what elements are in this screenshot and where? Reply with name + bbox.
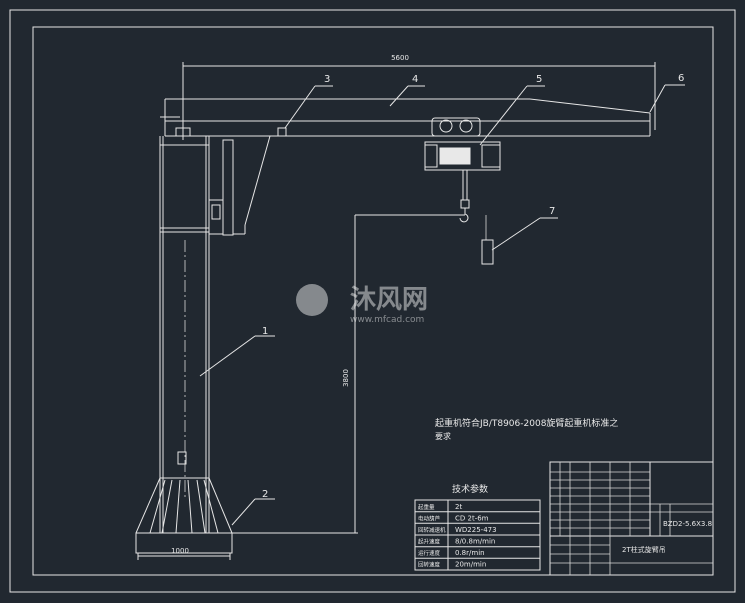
param-value: 8/0.8m/min — [455, 538, 495, 546]
stop-block — [277, 127, 287, 137]
param-value: CD 2t-6m — [455, 515, 489, 523]
note-line-2: 要求 — [435, 431, 451, 441]
param-label: 运行速度 — [418, 549, 441, 557]
height-label: 3800 — [342, 369, 350, 387]
slewing-drive — [208, 135, 271, 236]
param-value: 20m/min — [455, 561, 486, 569]
param-label: 回转减速机 — [418, 526, 446, 534]
balloon-5: 5 — [536, 74, 542, 85]
balloon-2: 2 — [262, 489, 268, 500]
balloon-7: 7 — [549, 206, 555, 217]
span-dimension: 5600 — [182, 54, 656, 140]
balloon-6: 6 — [678, 73, 684, 84]
drawing-title: 2T柱式旋臂吊 — [622, 545, 666, 554]
base-width-label: 1000 — [171, 547, 189, 555]
param-label: 电动葫芦 — [418, 515, 441, 523]
balloon-3: 3 — [324, 74, 330, 85]
param-label: 起重量 — [418, 503, 435, 511]
leaders — [199, 84, 685, 526]
outer-frame — [9, 9, 736, 593]
inner-frame — [32, 26, 714, 576]
param-label: 起升速度 — [418, 538, 441, 546]
height-dimension: 3800 — [232, 214, 465, 534]
balloon-4: 4 — [412, 74, 418, 85]
tech-params-table: 技术参数 起重量 2t 电动葫芦 CD 2t-6m 回转减速机 WD225-47… — [414, 483, 541, 571]
column — [159, 136, 210, 533]
param-label: 回转速度 — [418, 561, 441, 569]
note-line-1: 起重机符合JB/T8906-2008旋臂起重机标准之 — [435, 417, 618, 429]
electric-hoist — [424, 117, 501, 223]
drawing-number: BZD2-5.6X3.8 — [663, 520, 712, 528]
span-label: 5600 — [391, 54, 409, 62]
param-value: 2t — [455, 503, 462, 511]
door-plate — [177, 451, 187, 465]
param-value: 0.8r/min — [455, 549, 485, 557]
jib-arm — [160, 98, 651, 137]
watermark: 沐风网 www.mfcad.com — [296, 284, 428, 325]
param-value: WD225-473 — [455, 526, 497, 534]
tech-params-title: 技术参数 — [452, 483, 488, 495]
pendant-control — [481, 215, 494, 265]
column-base: 1000 — [135, 477, 233, 560]
balloon-1: 1 — [262, 326, 268, 337]
title-block: BZD2-5.6X3.8 2T柱式旋臂吊 — [549, 461, 714, 576]
watermark-url: www.mfcad.com — [350, 315, 424, 325]
watermark-brand: 沐风网 — [350, 285, 428, 315]
